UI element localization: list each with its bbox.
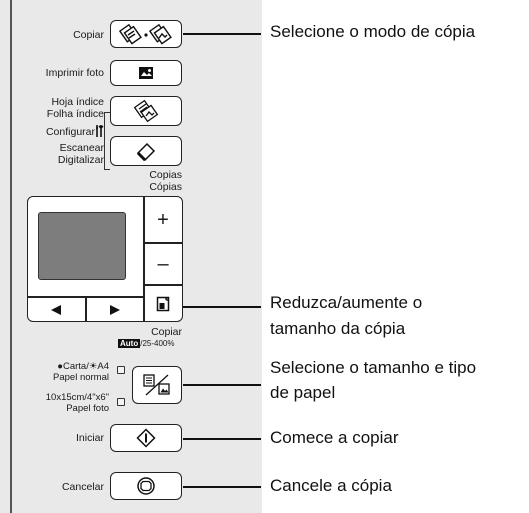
callout-line-zoom [183, 306, 261, 308]
paper-type-button[interactable] [132, 366, 182, 404]
print-photo-button[interactable] [110, 60, 182, 86]
lcd-screen [38, 212, 126, 280]
left-arrow-button[interactable] [28, 298, 84, 321]
photo-print-icon [139, 67, 153, 79]
scan-label-es: Escanear [59, 142, 104, 154]
callout-copy-mode: Selecione o modo de cópia [270, 22, 476, 41]
setup-bracket [104, 112, 110, 170]
right-arrow-button[interactable] [87, 298, 142, 321]
paper-photo-size-label: 10x15cm/4"x6" [45, 392, 109, 403]
copies-minus-button[interactable]: – [157, 252, 169, 275]
lcd-divider-v [143, 196, 145, 322]
paper-letter-a4-label: ●Carta/☀A4 [57, 361, 109, 372]
right-arrow-icon [109, 304, 120, 315]
callout-paper-type-1: Selecione o tamanho e tipo [270, 358, 477, 377]
reduce-enlarge-icon [156, 296, 170, 311]
callout-paper-type-2: de papel [270, 383, 336, 402]
callout-reduce-enlarge-2: tamanho da cópia [270, 319, 406, 338]
callout-reduce-enlarge-1: Reduzca/aumente o [270, 293, 423, 312]
zoom-button[interactable] [144, 286, 182, 321]
paper-type-icon [143, 374, 170, 396]
start-label: Iniciar [75, 432, 104, 444]
scan-button[interactable] [110, 136, 182, 166]
index-sheet-label-pt: Folha índice [46, 108, 104, 120]
callout-line-copy-mode [183, 33, 261, 35]
zoom-range-label: /25-400% [140, 339, 175, 348]
cancel-label: Cancelar [61, 481, 104, 493]
lcd-divider-h1 [143, 242, 183, 244]
index-sheet-button[interactable] [110, 96, 182, 126]
callout-line-cancel [183, 486, 261, 488]
paper-plain-indicator [117, 366, 125, 374]
stop-icon [137, 477, 155, 495]
auto-badge: Auto [118, 339, 141, 348]
callout-start-copy: Comece a copiar [270, 428, 399, 447]
scan-icon [136, 142, 156, 161]
index-sheet-icon [133, 100, 159, 122]
index-sheet-label-es: Hoja índice [51, 96, 104, 108]
paper-photo-label: Papel foto [66, 403, 109, 414]
copy-mode-button[interactable] [110, 20, 182, 48]
copies-plus-button[interactable]: + [157, 208, 169, 231]
print-photo-label: Imprimir foto [45, 67, 104, 79]
lcd-divider-h2 [143, 284, 183, 286]
paper-plain-label: Papel normal [53, 372, 109, 383]
scan-label-pt: Digitalizar [57, 154, 104, 166]
copies-label-pt: Cópias [149, 181, 182, 193]
lcd-divider-v2 [85, 296, 87, 322]
copy-mode-icon [118, 23, 172, 45]
left-arrow-icon [51, 304, 61, 315]
panel-edge [10, 0, 12, 513]
zoom-range-group: Auto/25-400% [118, 339, 174, 349]
callout-cancel-copy: Cancele a cópia [270, 476, 392, 495]
start-icon [136, 428, 156, 448]
cancel-button[interactable] [110, 472, 182, 500]
callout-line-paper [183, 384, 261, 386]
paper-photo-indicator [117, 398, 125, 406]
callout-line-start [183, 438, 261, 440]
wrench-icon [96, 125, 104, 137]
start-button[interactable] [110, 424, 182, 452]
copies-label-es: Copias [149, 169, 182, 181]
copy-label: Copiar [73, 29, 104, 41]
copy-size-label: Copiar [151, 326, 182, 338]
setup-label: Configurar [45, 126, 95, 138]
